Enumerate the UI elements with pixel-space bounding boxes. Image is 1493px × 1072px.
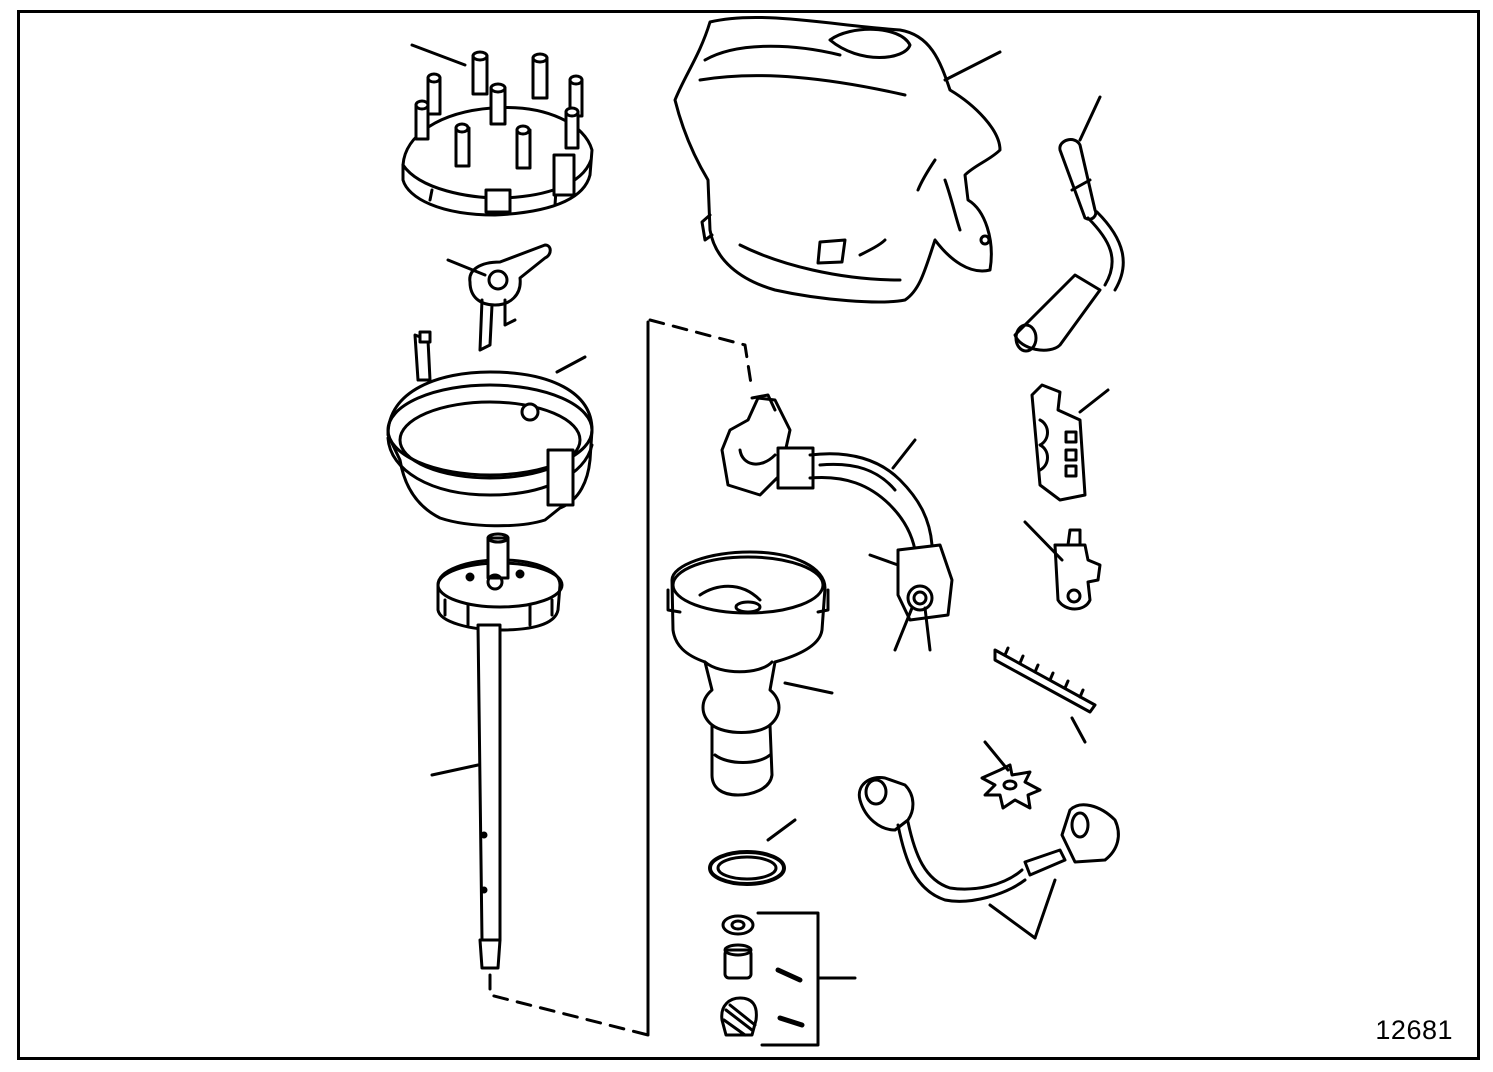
wiring-harness-icon — [808, 438, 934, 552]
retainer-clip-icon — [1030, 383, 1110, 502]
rotor-icon — [446, 243, 552, 352]
splash-shield-icon — [673, 15, 1002, 304]
assembly-dashed-lines — [488, 318, 754, 1037]
coil-wire-icon — [857, 775, 1120, 940]
drive-gear-kit-icon — [720, 911, 857, 1047]
distributor-cap-icon — [401, 43, 594, 217]
timer-core-icon — [436, 532, 564, 632]
spark-plug-wire-icon — [1013, 95, 1125, 353]
ignition-module-icon — [720, 393, 815, 497]
spring-clip-icon — [1023, 520, 1102, 611]
diagram-frame — [17, 10, 1480, 1060]
figure-number: 12681 — [1375, 1015, 1453, 1045]
connector-icon — [868, 543, 954, 652]
comb-spring-icon — [993, 646, 1097, 744]
pole-piece-ring-icon — [386, 330, 594, 528]
distributor-housing-icon — [666, 550, 834, 797]
distributor-shaft-icon — [430, 623, 502, 970]
star-washer-icon — [980, 740, 1042, 810]
o-ring-seal-icon — [708, 818, 797, 886]
